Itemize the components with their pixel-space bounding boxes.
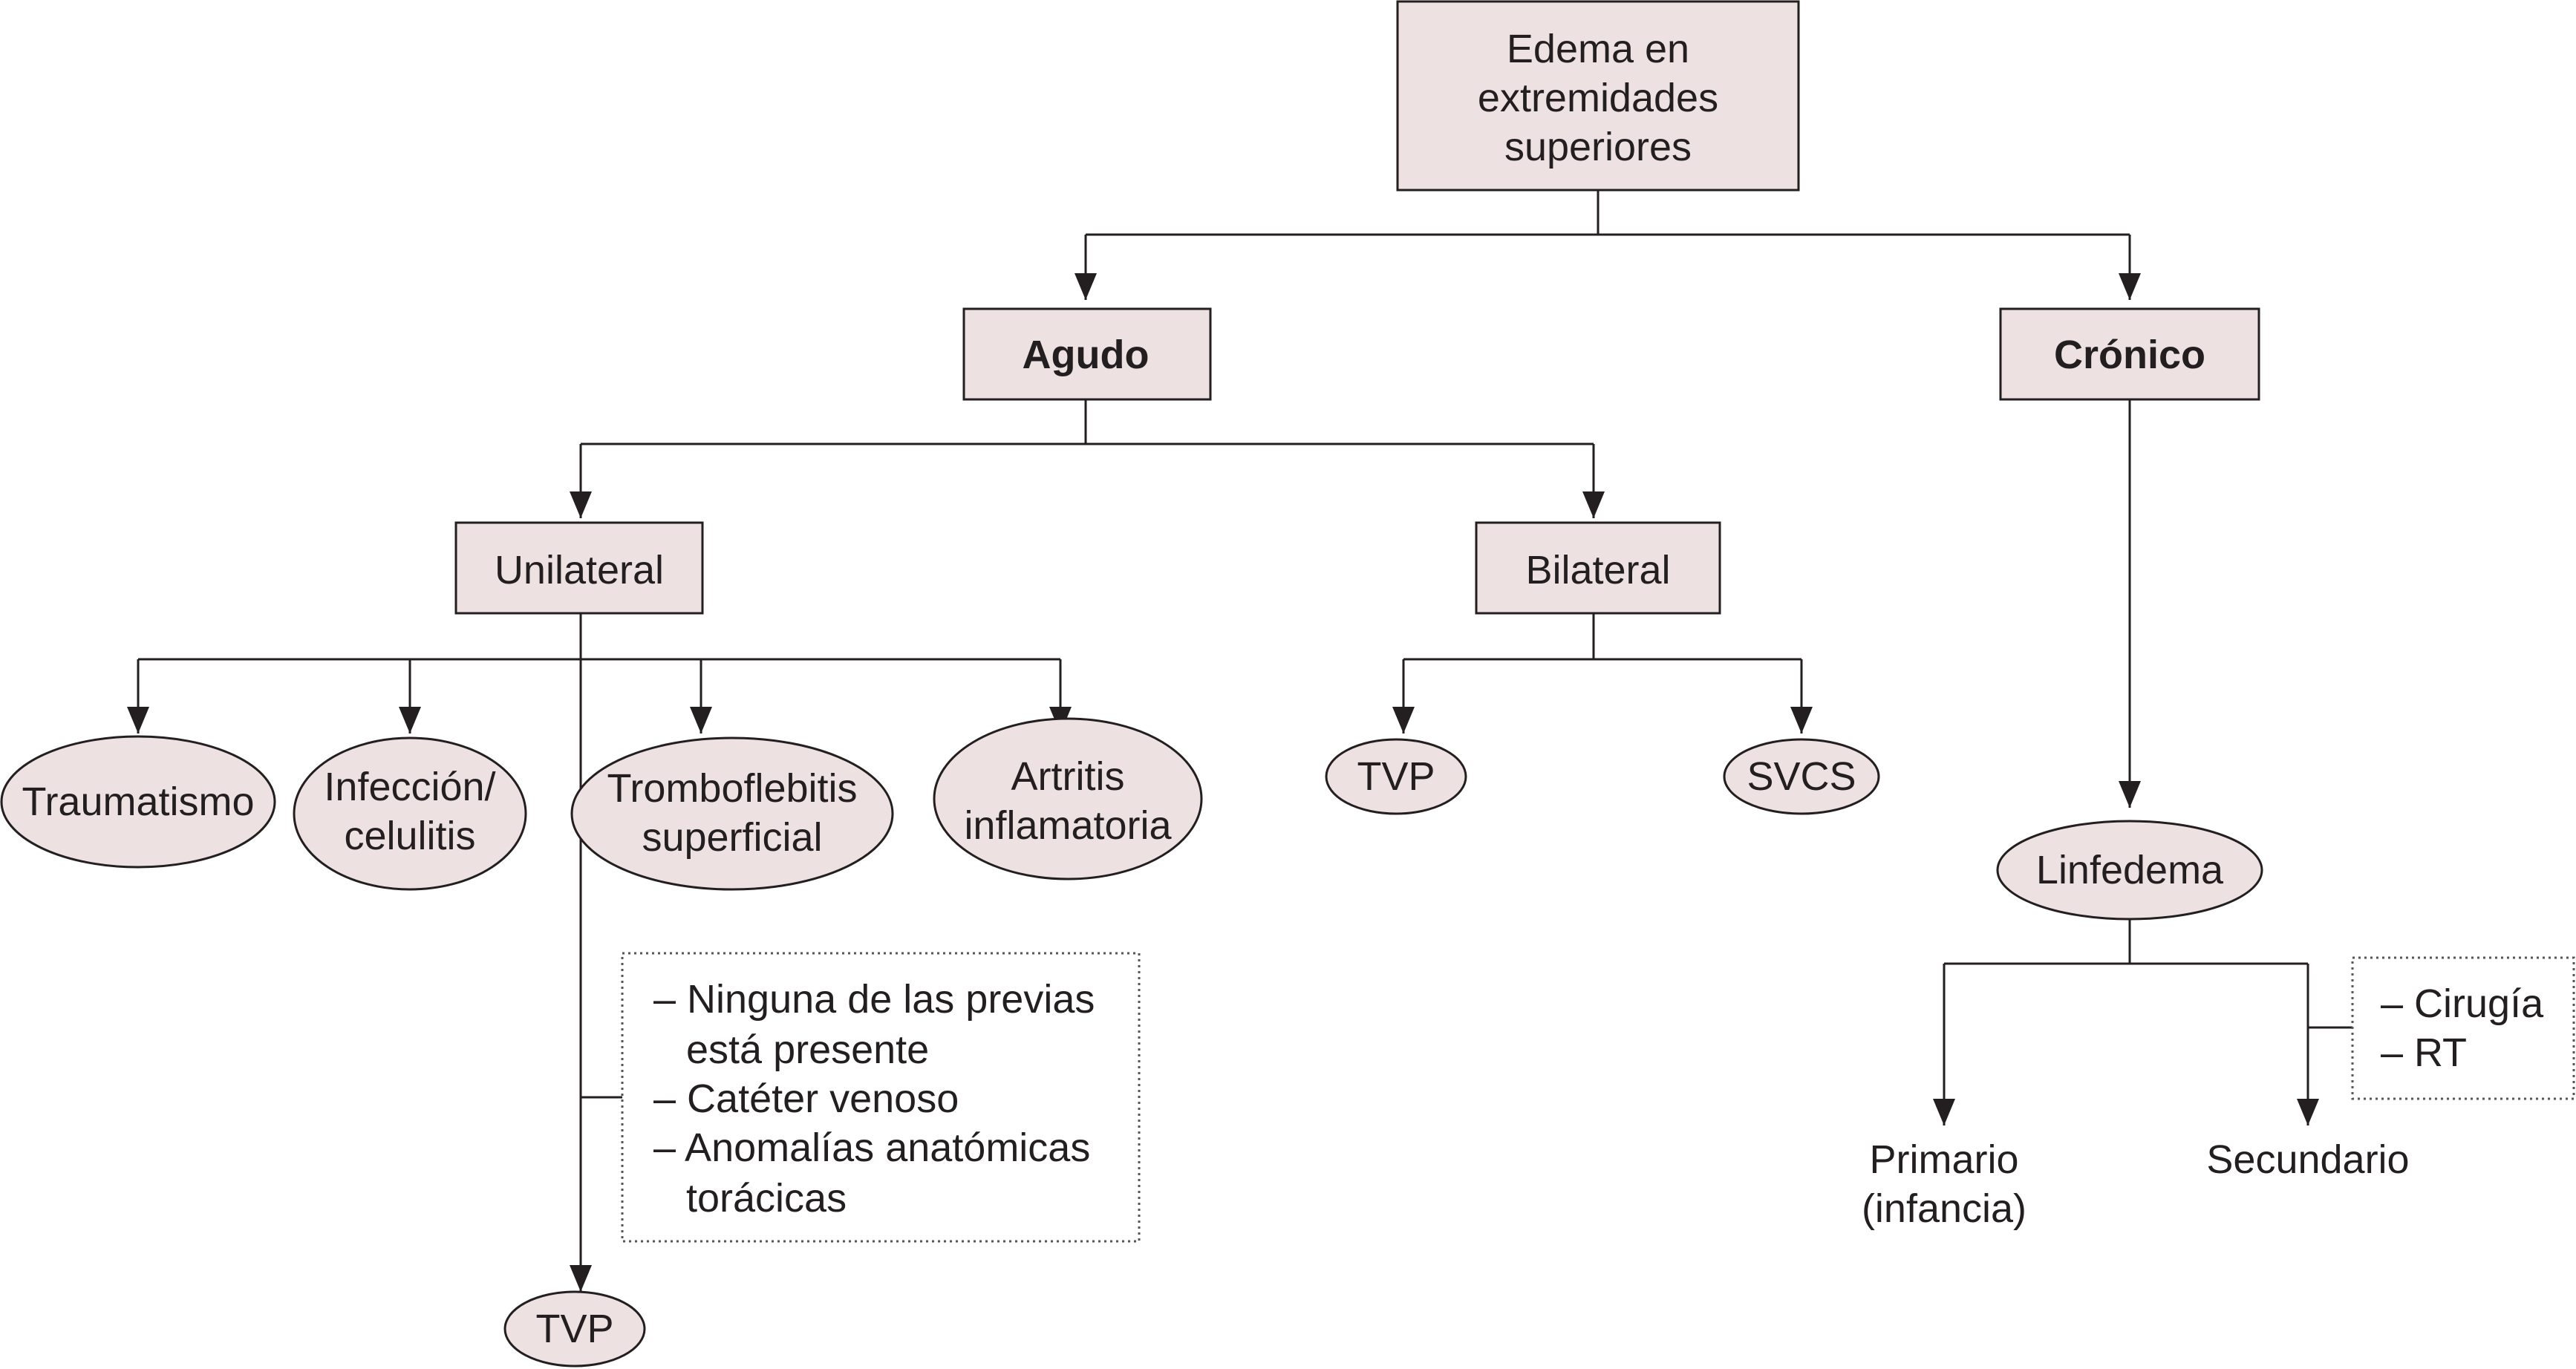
linfedema-node: Linfedema bbox=[1996, 820, 2263, 921]
artritis-label-line-2: inflamatoria bbox=[964, 803, 1172, 848]
root-label-line-3: superiores bbox=[1504, 125, 1692, 169]
tromboflebitis-label-line-2: superficial bbox=[642, 815, 822, 860]
note-line-1: – Ninguna de las previas bbox=[653, 977, 1095, 1022]
connectors bbox=[127, 190, 2352, 1292]
arrowhead-tromboflebitis bbox=[690, 707, 712, 733]
primario-label-line-2: (infancia) bbox=[1862, 1186, 2026, 1231]
arrowhead-cronico bbox=[2119, 273, 2141, 300]
arrowhead-unilateral bbox=[570, 491, 592, 518]
tvp-bilateral-label: TVP bbox=[1357, 754, 1435, 799]
arrowhead-bilateral bbox=[1582, 491, 1605, 518]
arrowhead-linfedema bbox=[2119, 781, 2141, 808]
arrowhead-tvp-unilateral bbox=[570, 1265, 592, 1292]
primario-label-line-1: Primario bbox=[1869, 1137, 2018, 1182]
secondary-note-line-2: – RT bbox=[2381, 1030, 2467, 1075]
unilateral-node: Unilateral bbox=[454, 521, 704, 615]
arrowhead-tvp-bilateral bbox=[1392, 707, 1415, 733]
unilateral-label: Unilateral bbox=[495, 548, 664, 592]
arrowhead-secundario bbox=[2297, 1099, 2319, 1125]
note-line-5: torácicas bbox=[686, 1176, 847, 1221]
infeccion-label-line-2: celulitis bbox=[344, 814, 475, 858]
tromboflebitis-node: Tromboflebitis superficial bbox=[570, 736, 894, 891]
arrowhead-traumatismo bbox=[127, 707, 149, 733]
note-line-4: – Anomalías anatómicas bbox=[653, 1125, 1090, 1170]
traumatismo-node: Traumatismo bbox=[0, 735, 276, 869]
arrowhead-agudo bbox=[1075, 273, 1097, 300]
secundario-node: Secundario bbox=[2206, 1137, 2409, 1182]
arrowhead-primario bbox=[1933, 1099, 1955, 1125]
tromboflebitis-label-line-1: Tromboflebitis bbox=[607, 766, 857, 811]
traumatismo-label: Traumatismo bbox=[22, 780, 254, 824]
tvp-unilateral-label: TVP bbox=[535, 1307, 613, 1351]
cronico-label: Crónico bbox=[2054, 333, 2205, 377]
svcs-node: SVCS bbox=[1723, 738, 1880, 815]
note-line-3: – Catéter venoso bbox=[653, 1076, 959, 1121]
artritis-label-line-1: Artritis bbox=[1011, 754, 1125, 799]
secondary-note-line-1: – Cirugía bbox=[2381, 981, 2544, 1026]
linfedema-label: Linfedema bbox=[2036, 848, 2224, 892]
infeccion-node: Infección/ celulitis bbox=[293, 736, 527, 891]
note-line-2: está presente bbox=[686, 1027, 929, 1072]
secundario-label: Secundario bbox=[2206, 1137, 2409, 1182]
infeccion-label-line-1: Infección/ bbox=[324, 765, 495, 809]
agudo-label: Agudo bbox=[1023, 333, 1150, 377]
arrowhead-infeccion bbox=[399, 707, 421, 733]
bilateral-label: Bilateral bbox=[1525, 548, 1670, 592]
root-label-line-1: Edema en bbox=[1507, 27, 1689, 71]
svcs-label: SVCS bbox=[1747, 754, 1856, 799]
secondary-causes-note: – Cirugía – RT bbox=[2351, 956, 2575, 1100]
primario-node: Primario (infancia) bbox=[1862, 1137, 2026, 1231]
tvp-bilateral-node: TVP bbox=[1325, 738, 1467, 815]
bilateral-node: Bilateral bbox=[1475, 521, 1721, 615]
root-node: Edema en extremidades superiores bbox=[1396, 0, 1800, 192]
unilateral-criteria-note: – Ninguna de las previas está presente –… bbox=[621, 952, 1141, 1243]
tvp-unilateral-node: TVP bbox=[503, 1290, 646, 1368]
agudo-node: Agudo bbox=[962, 307, 1212, 401]
root-label-line-2: extremidades bbox=[1478, 76, 1718, 120]
cronico-node: Crónico bbox=[1999, 307, 2260, 401]
artritis-node: Artritis inflamatoria bbox=[933, 717, 1203, 880]
arrowhead-svcs bbox=[1790, 707, 1813, 733]
